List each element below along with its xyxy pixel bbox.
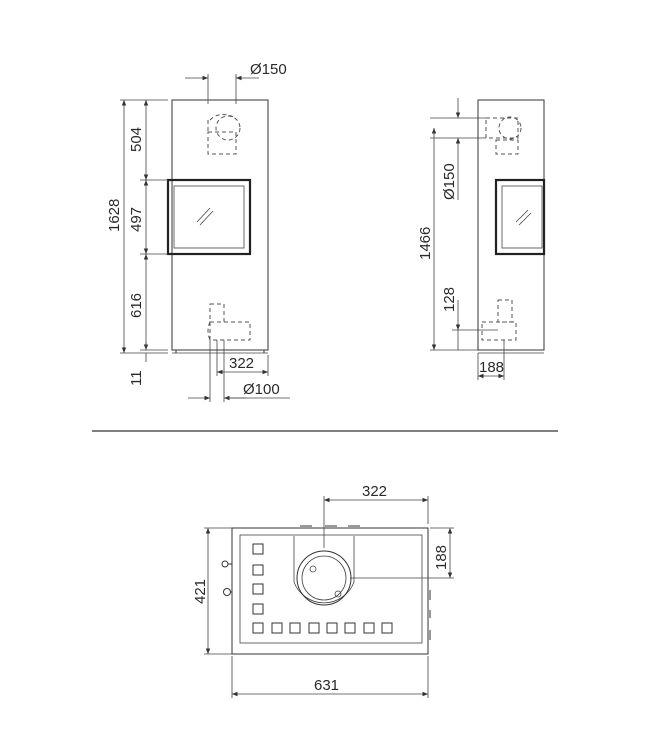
side-lower-flue-dashed xyxy=(481,299,517,341)
front-upper-flue-dashed xyxy=(207,114,241,155)
top-hole-pattern xyxy=(252,543,393,634)
front-height-total: 1628 xyxy=(106,199,123,232)
side-lower-flue-height: 128 xyxy=(441,287,458,312)
top-view: 322 188 421 631 xyxy=(192,483,454,698)
front-lower-flue-dashed xyxy=(207,303,251,341)
side-view: Ø150 1466 128 188 xyxy=(417,98,546,380)
side-upper-flue-dashed xyxy=(485,116,522,155)
top-offset-x: 322 xyxy=(362,483,387,500)
side-depth-offset: 188 xyxy=(479,359,504,376)
side-window xyxy=(494,178,546,256)
side-flue-height: 1466 xyxy=(417,227,434,260)
front-window xyxy=(166,178,252,256)
front-view: Ø150 1628 504 497 616 11 322 Ø100 xyxy=(106,61,290,402)
stove-body-front xyxy=(171,99,269,351)
stove-body-top xyxy=(231,527,429,655)
top-flue-outer xyxy=(296,550,352,606)
front-flue-bottom-dia: Ø100 xyxy=(243,381,280,398)
front-height-feet: 11 xyxy=(128,370,145,386)
top-offset-y: 188 xyxy=(433,545,450,570)
front-offset-bottom: 322 xyxy=(229,355,254,372)
front-height-lower: 616 xyxy=(128,293,145,318)
front-flue-top-dia: Ø150 xyxy=(250,61,287,78)
side-flue-dia: Ø150 xyxy=(441,163,458,200)
top-depth: 421 xyxy=(192,579,209,604)
front-height-top: 504 xyxy=(128,127,145,152)
front-height-window: 497 xyxy=(128,207,145,232)
top-width: 631 xyxy=(314,677,339,694)
